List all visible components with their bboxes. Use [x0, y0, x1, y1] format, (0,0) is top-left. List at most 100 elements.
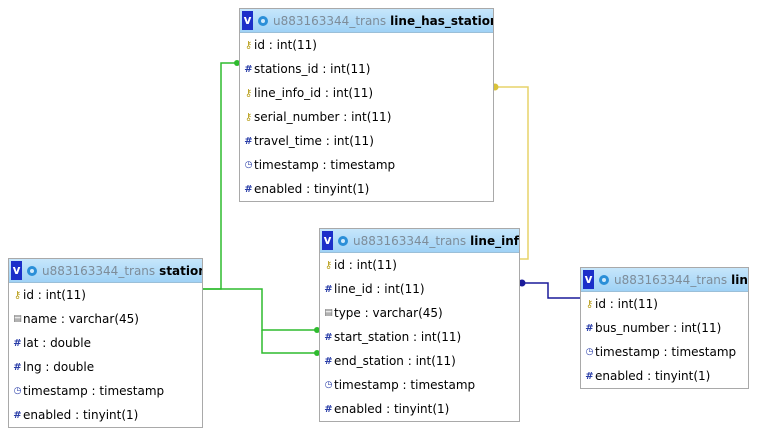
relation-end-dot: [234, 60, 240, 66]
column-label: lng : double: [23, 360, 95, 374]
hash-icon: #: [13, 337, 22, 349]
timestamp-icon: ◷: [585, 347, 594, 357]
hash-icon: #: [13, 361, 22, 373]
column-row[interactable]: #line_id : int(11): [320, 277, 519, 301]
table-name: stations: [159, 263, 202, 278]
relation-stations-to-line-info-start: [203, 288, 319, 331]
column-label: line_info_id : int(11): [254, 86, 374, 100]
gear-icon[interactable]: [25, 264, 39, 278]
hash-icon: #: [244, 135, 253, 147]
toggle-columns-button[interactable]: v: [11, 261, 22, 280]
database-name: u883163344_trans: [273, 13, 387, 28]
gear-icon[interactable]: [336, 234, 350, 248]
table-name: line_info: [470, 233, 519, 248]
column-label: start_station : int(11): [334, 330, 462, 344]
table-line[interactable]: v u883163344_trans line ⚷id : int(11) #b…: [580, 267, 749, 389]
column-row[interactable]: ⚷id : int(11): [240, 33, 493, 57]
timestamp-icon: ◷: [324, 380, 333, 390]
column-row[interactable]: ⚷serial_number : int(11): [240, 105, 493, 129]
column-label: lat : double: [23, 336, 91, 350]
key-icon: ⚷: [585, 298, 594, 310]
column-row[interactable]: ⚷id : int(11): [581, 292, 748, 316]
relation-stations-to-line-has-stations: [203, 62, 239, 290]
text-icon: ▤: [13, 314, 22, 324]
column-row[interactable]: #enabled : tinyint(1): [320, 397, 519, 421]
column-row[interactable]: ▤type : varchar(45): [320, 301, 519, 325]
column-label: line_id : int(11): [334, 282, 425, 296]
relation-end-dot: [314, 327, 320, 333]
column-row[interactable]: ▤name : varchar(45): [9, 307, 202, 331]
key-icon: ⚷: [13, 289, 22, 301]
toggle-columns-button[interactable]: v: [322, 231, 333, 250]
column-row[interactable]: ⚷id : int(11): [320, 253, 519, 277]
column-label: id : int(11): [254, 38, 317, 52]
timestamp-icon: ◷: [244, 160, 253, 170]
column-row[interactable]: ◷timestamp : timestamp: [581, 340, 748, 364]
column-row[interactable]: #enabled : tinyint(1): [240, 177, 493, 201]
hash-icon: #: [324, 403, 333, 415]
gear-icon[interactable]: [597, 273, 611, 287]
hash-icon: #: [324, 283, 333, 295]
column-label: id : int(11): [595, 297, 658, 311]
column-label: enabled : tinyint(1): [254, 182, 370, 196]
column-label: timestamp : timestamp: [595, 345, 737, 359]
column-row[interactable]: ◷timestamp : timestamp: [9, 379, 202, 403]
column-row[interactable]: #bus_number : int(11): [581, 316, 748, 340]
hash-icon: #: [585, 370, 594, 382]
relation-line-info-to-line-has-stations: [493, 86, 529, 260]
table-header[interactable]: v u883163344_trans line_has_stations: [240, 9, 493, 33]
column-label: travel_time : int(11): [254, 134, 374, 148]
relation-end-dot: [314, 350, 320, 356]
column-row[interactable]: #travel_time : int(11): [240, 129, 493, 153]
column-row[interactable]: ⚷line_info_id : int(11): [240, 81, 493, 105]
column-row[interactable]: #stations_id : int(11): [240, 57, 493, 81]
database-name: u883163344_trans: [42, 263, 156, 278]
table-header[interactable]: v u883163344_trans line_info: [320, 229, 519, 253]
table-stations[interactable]: v u883163344_trans stations ⚷id : int(11…: [8, 258, 203, 428]
table-header[interactable]: v u883163344_trans line: [581, 268, 748, 292]
relation-stations-to-line-info-end: [261, 330, 319, 354]
column-label: timestamp : timestamp: [23, 384, 165, 398]
key-icon: ⚷: [244, 39, 253, 51]
column-row[interactable]: ◷timestamp : timestamp: [320, 373, 519, 397]
timestamp-icon: ◷: [13, 386, 22, 396]
column-label: stations_id : int(11): [254, 62, 371, 76]
hash-icon: #: [244, 183, 253, 195]
table-line-has-stations[interactable]: v u883163344_trans line_has_stations ⚷id…: [239, 8, 494, 202]
column-label: id : int(11): [334, 258, 397, 272]
column-row[interactable]: #start_station : int(11): [320, 325, 519, 349]
column-label: enabled : tinyint(1): [334, 402, 450, 416]
column-row[interactable]: #end_station : int(11): [320, 349, 519, 373]
column-label: timestamp : timestamp: [254, 158, 396, 172]
key-icon: ⚷: [244, 111, 253, 123]
column-label: timestamp : timestamp: [334, 378, 476, 392]
column-label: enabled : tinyint(1): [595, 369, 711, 383]
relation-end-dot: [518, 279, 526, 287]
table-name: line: [731, 272, 748, 287]
column-label: enabled : tinyint(1): [23, 408, 139, 422]
column-row[interactable]: #lng : double: [9, 355, 202, 379]
toggle-columns-button[interactable]: v: [583, 270, 594, 289]
column-row[interactable]: #lat : double: [9, 331, 202, 355]
column-label: type : varchar(45): [334, 306, 443, 320]
column-row[interactable]: #enabled : tinyint(1): [9, 403, 202, 427]
toggle-columns-button[interactable]: v: [242, 11, 253, 30]
column-label: end_station : int(11): [334, 354, 456, 368]
database-name: u883163344_trans: [614, 272, 728, 287]
column-row[interactable]: ◷timestamp : timestamp: [240, 153, 493, 177]
gear-icon[interactable]: [256, 14, 270, 28]
database-name: u883163344_trans: [353, 233, 467, 248]
column-row[interactable]: #enabled : tinyint(1): [581, 364, 748, 388]
column-row[interactable]: ⚷id : int(11): [9, 283, 202, 307]
table-name: line_has_stations: [390, 13, 493, 28]
column-label: bus_number : int(11): [595, 321, 722, 335]
relation-line-to-line-info: [520, 282, 580, 299]
column-label: name : varchar(45): [23, 312, 139, 326]
hash-icon: #: [324, 355, 333, 367]
table-line-info[interactable]: v u883163344_trans line_info ⚷id : int(1…: [319, 228, 520, 422]
key-icon: ⚷: [244, 87, 253, 99]
table-header[interactable]: v u883163344_trans stations: [9, 259, 202, 283]
column-label: id : int(11): [23, 288, 86, 302]
text-icon: ▤: [324, 308, 333, 318]
key-icon: ⚷: [324, 259, 333, 271]
